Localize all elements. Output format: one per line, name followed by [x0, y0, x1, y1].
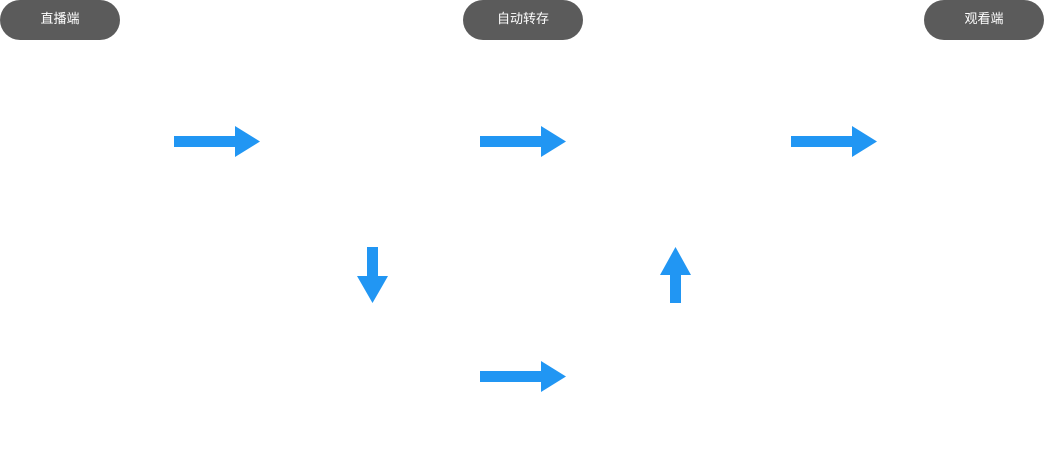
arrow-up-icon [660, 247, 691, 304]
node-viewer: 观看端 [924, 0, 1044, 40]
node-live-streamer-label: 直播端 [40, 12, 80, 27]
node-live-streamer: 直播端 [0, 0, 120, 40]
arrow-right-icon [174, 126, 261, 157]
arrow-right-icon [480, 361, 567, 392]
node-viewer-label: 观看端 [964, 12, 1004, 27]
arrow-right-icon [791, 126, 878, 157]
arrow-right-icon [480, 126, 567, 157]
arrow-down-icon [357, 247, 388, 304]
node-auto-save: 自动转存 [463, 0, 583, 40]
node-auto-save-label: 自动转存 [496, 12, 549, 27]
